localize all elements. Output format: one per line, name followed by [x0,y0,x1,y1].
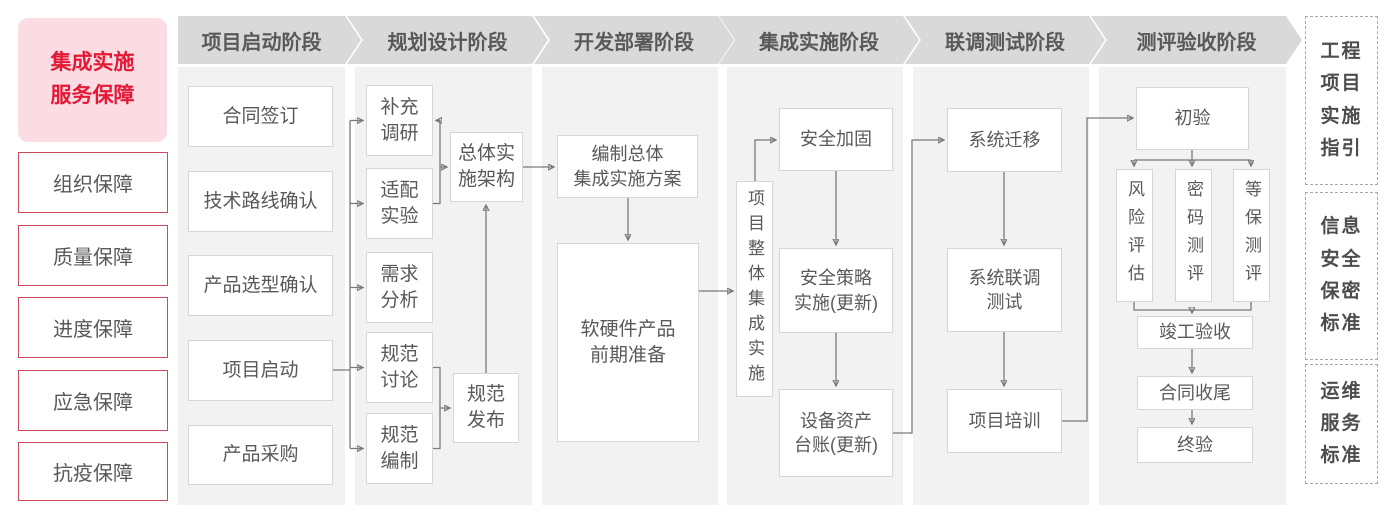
node-system-migration: 系统迁移 [947,108,1062,172]
sidebar-item-organization: 组织保障 [18,152,168,213]
node-product-selection-confirm: 产品选型确认 [188,255,333,316]
node-asset-ledger-update: 设备资产 台账(更新) [779,389,893,477]
node-spec-discussion: 规范 讨论 [366,332,433,403]
node-product-procurement: 产品采购 [188,425,333,485]
node-spec-drafting: 规范 编制 [366,413,433,484]
node-risk-assessment: 风险评估 [1116,169,1153,302]
phase-header-evaluation-acceptance: 测评验收阶段 [1091,16,1302,64]
node-project-kickoff: 项目启动 [188,340,333,401]
node-requirement-analysis: 需求 分析 [366,252,433,323]
node-preliminary-acceptance: 初验 [1136,87,1249,150]
node-contract-closure: 合同收尾 [1137,376,1253,410]
phase-header-planning-design: 规划设计阶段 [347,16,548,64]
sidebar-item-epidemic: 抗疫保障 [18,442,168,501]
node-overall-impl-architecture: 总体实 施架构 [450,132,523,202]
node-completion-acceptance: 竣工验收 [1137,316,1253,349]
node-overall-integration-impl: 项目整体集成实施 [736,181,773,397]
sidebar-item-quality: 质量保障 [18,225,168,286]
node-supplementary-research: 补充 调研 [366,85,433,156]
node-final-acceptance: 终验 [1137,427,1253,463]
standard-project-impl-guide: 工程 项目 实施 指引 [1305,16,1378,185]
node-adaptation-test: 适配 实验 [366,168,433,239]
node-security-hardening: 安全加固 [779,108,893,171]
node-mlps-evaluation: 等保测评 [1233,169,1270,302]
node-project-training: 项目培训 [947,389,1062,453]
phase-header-joint-test: 联调测试阶段 [905,16,1105,64]
sidebar-item-schedule: 进度保障 [18,297,168,358]
node-security-policy-impl: 安全策略 实施(更新) [779,248,893,333]
standard-infosec-confidentiality: 信息 安全 保密 标准 [1305,192,1378,360]
sidebar-item-emergency: 应急保障 [18,370,168,431]
node-tech-route-confirm: 技术路线确认 [188,171,333,232]
node-spec-release: 规范 发布 [453,373,519,443]
phase-header-dev-deploy: 开发部署阶段 [534,16,734,64]
diagram-title: 集成实施 服务保障 [18,18,167,142]
standard-ops-service: 运维 服务 标准 [1305,364,1378,484]
node-contract-signing: 合同签订 [188,86,333,147]
phase-header-integration-impl: 集成实施阶段 [719,16,919,64]
phase-header-project-kickoff: 项目启动阶段 [178,16,361,64]
node-crypto-evaluation: 密码测评 [1175,169,1212,302]
node-overall-integration-plan: 编制总体 集成实施方案 [557,135,698,198]
node-system-joint-test: 系统联调 测试 [947,248,1062,332]
node-hw-sw-preparation: 软硬件产品 前期准备 [557,243,699,442]
